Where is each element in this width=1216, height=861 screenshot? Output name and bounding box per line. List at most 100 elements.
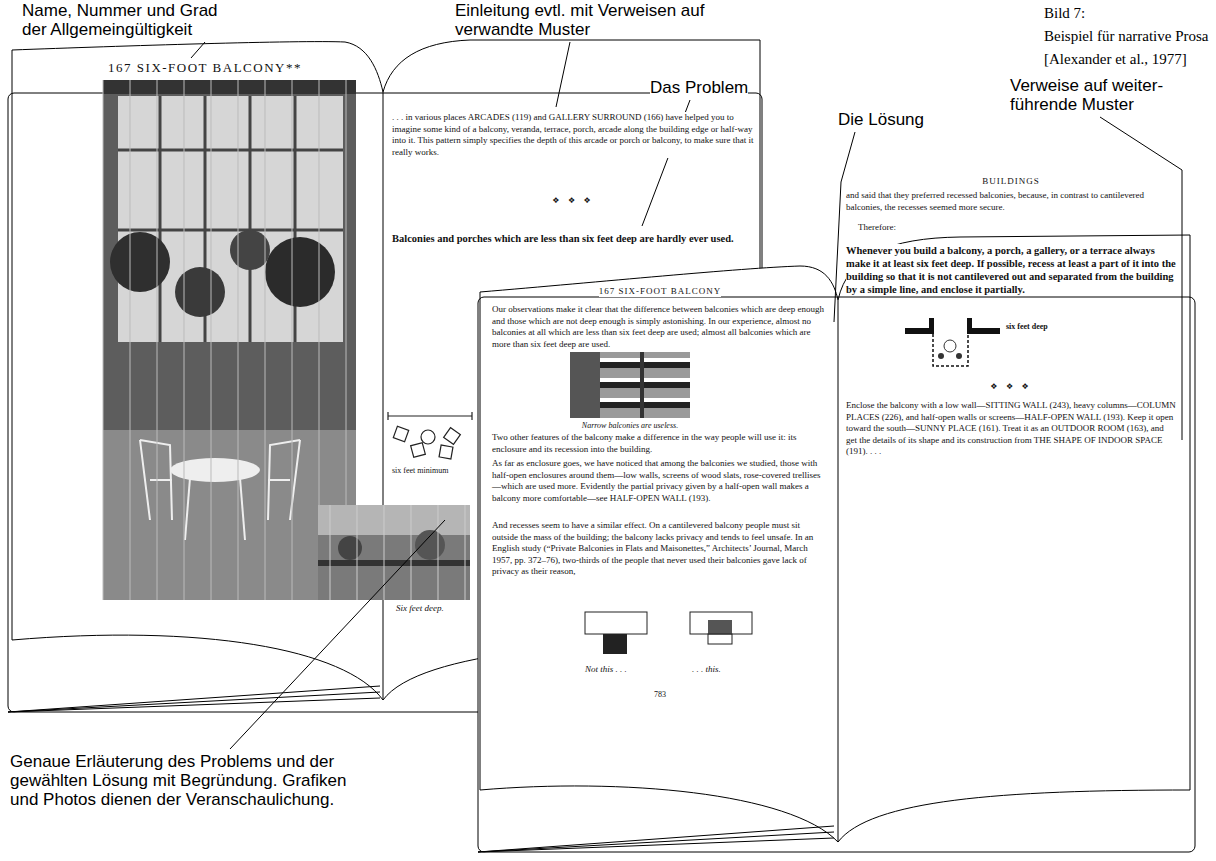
body-paragraph: As far as enclosure goes, we have notice… bbox=[492, 458, 826, 504]
balcony-photo bbox=[240, 478, 245, 540]
page-heading: 167 SIX-FOOT BALCONY bbox=[599, 286, 721, 297]
book-outline bbox=[838, 300, 839, 842]
balcony-photo-small bbox=[415, 530, 445, 560]
sketch-caption: . . . this. bbox=[692, 664, 721, 675]
building-photo bbox=[600, 382, 690, 388]
balcony-photo-small bbox=[318, 505, 470, 600]
balcony-plan-sketch bbox=[905, 328, 933, 334]
balcony-photo bbox=[211, 80, 212, 600]
building-photo bbox=[640, 352, 644, 418]
balcony-photo bbox=[265, 80, 266, 600]
building-photo bbox=[600, 402, 690, 408]
building-photo bbox=[570, 352, 690, 418]
balcony-photo-small bbox=[330, 505, 331, 600]
references-paragraph: Enclose the balcony with a low wall—SITT… bbox=[846, 400, 1176, 458]
book-outline bbox=[478, 297, 1195, 852]
balcony-plan-sketch bbox=[956, 353, 962, 359]
leader-line bbox=[230, 520, 445, 749]
intro-paragraph: . . . in various places ARCADES (119) an… bbox=[392, 112, 755, 158]
building-photo bbox=[600, 398, 690, 402]
annotation-label: Name, Nummer und Grad der Allgemeingülti… bbox=[22, 1, 237, 39]
annotation-label: Einleitung evtl. mit Verweisen auf verwa… bbox=[455, 1, 705, 39]
therefore-line: Therefore: bbox=[858, 222, 896, 234]
body-paragraph: and said that they preferred recessed ba… bbox=[846, 190, 1176, 213]
book-page: . . . in various places ARCADES (119) an… bbox=[383, 40, 762, 700]
building-photo bbox=[600, 358, 690, 362]
balcony-photo-small bbox=[338, 536, 362, 560]
chairs-sketch bbox=[387, 412, 388, 420]
figure-title: Bild 7: bbox=[1044, 2, 1085, 25]
annotation-label: Das Problem bbox=[650, 78, 748, 97]
balcony-photo bbox=[110, 232, 170, 292]
comparison-sketch bbox=[690, 612, 752, 634]
annotation-label: Genaue Erläuterung des Problems und der … bbox=[10, 752, 355, 809]
balcony-photo bbox=[185, 478, 190, 540]
photo-caption: Six feet deep. bbox=[396, 603, 444, 614]
ornament: ❖ ❖ ❖ bbox=[990, 382, 1032, 392]
ornament: ❖ ❖ ❖ bbox=[552, 196, 594, 206]
book-outline bbox=[838, 235, 1190, 790]
comparison-sketch bbox=[603, 634, 627, 654]
building-photo bbox=[600, 378, 690, 382]
balcony-photo-small bbox=[318, 560, 470, 566]
comparison-sketch bbox=[708, 634, 732, 644]
page-number: 783 bbox=[654, 690, 666, 700]
balcony-photo bbox=[118, 149, 343, 152]
balcony-photo bbox=[140, 440, 300, 540]
balcony-plan-sketch bbox=[967, 318, 972, 334]
photo-caption: Narrow balconies are useless. bbox=[582, 421, 678, 431]
book-outline bbox=[838, 790, 1190, 842]
chairs-sketch bbox=[388, 415, 472, 416]
dimension-label: six feet minimum bbox=[392, 466, 448, 476]
book-outline bbox=[478, 826, 834, 852]
book-outline bbox=[480, 786, 838, 842]
book-outline bbox=[478, 235, 1195, 852]
body-paragraph: Our observations make it clear that the … bbox=[492, 304, 826, 350]
balcony-photo bbox=[268, 440, 300, 520]
balcony-plan-sketch bbox=[968, 328, 1000, 334]
book-outline bbox=[8, 686, 380, 712]
solution-statement: Whenever you build a balcony, a porch, a… bbox=[846, 244, 1176, 296]
balcony-plan-sketch bbox=[933, 334, 968, 366]
leader-line bbox=[556, 42, 570, 107]
balcony-photo bbox=[118, 96, 343, 342]
balcony-photo bbox=[238, 80, 239, 600]
chairs-sketch bbox=[421, 430, 435, 444]
balcony-photo bbox=[230, 230, 270, 270]
annotation-label: Verweise auf weiter-führende Muster bbox=[1010, 76, 1172, 114]
chairs-sketch bbox=[393, 426, 408, 441]
balcony-photo-small bbox=[465, 505, 466, 600]
balcony-photo bbox=[140, 440, 172, 520]
chairs-sketch bbox=[439, 445, 453, 459]
book-page: BUILDINGS and said that they preferred re… bbox=[838, 170, 1190, 852]
balcony-photo bbox=[157, 80, 158, 600]
balcony-photo bbox=[118, 229, 343, 232]
body-paragraph: Two other features of the balcony make a… bbox=[492, 432, 826, 455]
balcony-photo bbox=[265, 237, 335, 307]
balcony-plan-sketch bbox=[905, 318, 1000, 366]
balcony-photo bbox=[130, 80, 131, 600]
running-head: BUILDINGS bbox=[982, 176, 1040, 187]
leader-line bbox=[191, 42, 205, 58]
balcony-photo bbox=[175, 267, 225, 317]
balcony-photo bbox=[103, 80, 346, 600]
problem-statement: Balconies and porches which are less tha… bbox=[392, 232, 737, 245]
book-outline bbox=[480, 266, 838, 790]
book-page: 167 SIX-FOOT BALCONY Our observations mak… bbox=[478, 270, 838, 852]
balcony-photo bbox=[184, 80, 185, 600]
sketch-caption: Not this . . . bbox=[585, 664, 627, 675]
chairs-sketch bbox=[444, 428, 461, 445]
comparison-sketch bbox=[708, 620, 732, 634]
comparison-sketch bbox=[585, 612, 647, 634]
balcony-photo bbox=[249, 96, 252, 342]
building-photo bbox=[600, 362, 690, 368]
dimension-label: six feet deep bbox=[1006, 322, 1048, 332]
page-ground bbox=[478, 266, 1195, 852]
book-outline bbox=[383, 92, 384, 700]
building-photo bbox=[570, 352, 600, 418]
balcony-photo-small bbox=[330, 505, 465, 600]
balcony-photo bbox=[159, 96, 162, 342]
balcony-plan-sketch bbox=[929, 318, 934, 334]
balcony-photo bbox=[103, 80, 356, 94]
balcony-photo bbox=[103, 80, 104, 600]
